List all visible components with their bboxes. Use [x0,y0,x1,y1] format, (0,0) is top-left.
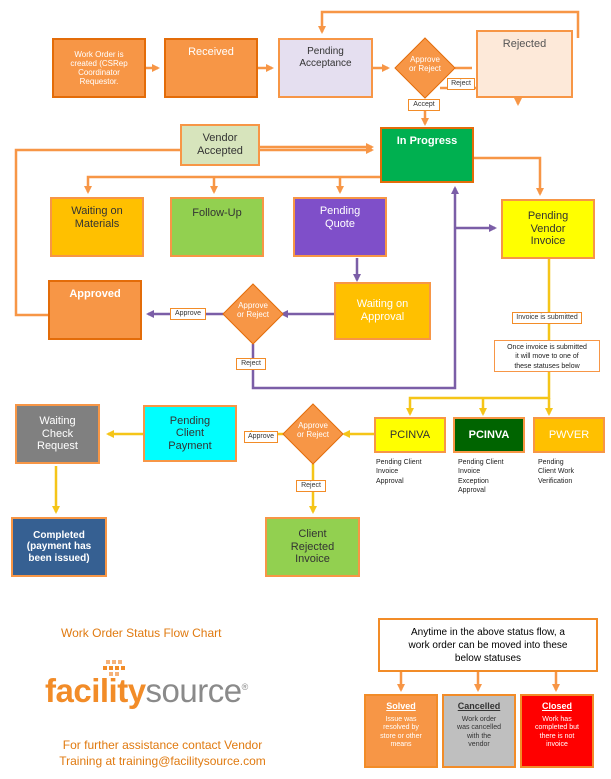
node-follow-up: Follow-Up [170,197,264,257]
legend-cancelled: Cancelled Work order was cancelled with … [442,694,516,768]
edge-to-pending-vendor-invoice [474,156,544,196]
logo-text-facility: facility [45,672,146,709]
node-approved: Approved [48,280,142,340]
decision-diamond-bottom [282,403,344,465]
edge-label-reject-bottom: Reject [296,480,326,492]
node-work-order-created: Work Order is created (CSRep Coordinator… [52,38,146,98]
note-pcinva-2: Pending Client Invoice Exception Approva… [458,459,504,495]
logo-dots-icon [103,660,125,676]
logo-text-source: source [145,672,243,709]
legend-heading: Anytime in the above status flow, a work… [378,618,598,672]
legend-solved: Solved Issue was resolved by store or ot… [364,694,438,768]
edge-label-invoice-submitted: Invoice is submitted [512,312,582,324]
note-invoice-statuses: Once invoice is submitted it will move t… [494,340,600,372]
node-rejected: Rejected [476,30,573,98]
edge-label-approve-mid: Approve [170,308,206,320]
legend-closed-title: Closed [541,701,572,711]
node-waiting-check-request: Waiting Check Request [15,404,100,464]
edge-label-approve-bottom: Approve [244,431,278,443]
node-pending-quote: Pending Quote [293,197,387,257]
contact-text: For further assistance contact Vendor Tr… [59,738,266,769]
note-pcinva-1: Pending Client Invoice Approval [376,459,422,485]
edge-in-progress-branches [84,175,380,194]
decision-diamond-mid [222,283,284,345]
node-received: Received [164,38,258,98]
decision-diamond-top [394,37,456,99]
node-waiting-on-materials: Waiting on Materials [50,197,144,257]
edge-invoice-split [406,372,551,416]
node-pending-acceptance: Pending Acceptance [278,38,373,98]
node-waiting-on-approval: Waiting on Approval [334,282,431,340]
decision-label-bottom: Approve or Reject [296,421,329,439]
edge-label-reject-top: Reject [447,78,475,90]
legend-solved-title: Solved [386,701,416,711]
edge-label-reject-mid: Reject [236,358,266,370]
legend-cancelled-title: Cancelled [457,701,501,711]
facilitysource-logo: facilitysource® [45,660,295,722]
note-pwver: Pending Client Work Verification [538,459,575,485]
edge-label-accept-top: Accept [408,99,440,111]
decision-label-mid: Approve or Reject [236,301,269,319]
decision-label-top: Approve or Reject [408,55,441,73]
node-completed: Completed (payment has been issued) [11,517,107,577]
node-pcinva-1: PCINVA [374,417,446,453]
legend-solved-desc: Issue was resolved by store or other mea… [380,715,422,748]
node-vendor-accepted: Vendor Accepted [180,124,260,166]
node-pwver: PWVER [533,417,605,453]
node-pcinva-2: PCINVA [453,417,525,453]
legend-closed: Closed Work has completed but there is n… [520,694,594,768]
edge-rejected-back [318,10,580,38]
node-pending-vendor-invoice: Pending Vendor Invoice [501,199,595,259]
legend-closed-desc: Work has completed but there is not invo… [535,715,579,748]
node-in-progress: In Progress [380,127,474,183]
node-client-rejected-invoice: Client Rejected Invoice [265,517,360,577]
logo-wordmark: facilitysource® [45,672,248,710]
chart-title: Work Order Status Flow Chart [61,626,222,640]
node-pending-client-payment: Pending Client Payment [143,405,237,462]
logo-registered-mark: ® [241,682,249,692]
legend-cancelled-desc: Work order was cancelled with the vendor [457,715,501,748]
